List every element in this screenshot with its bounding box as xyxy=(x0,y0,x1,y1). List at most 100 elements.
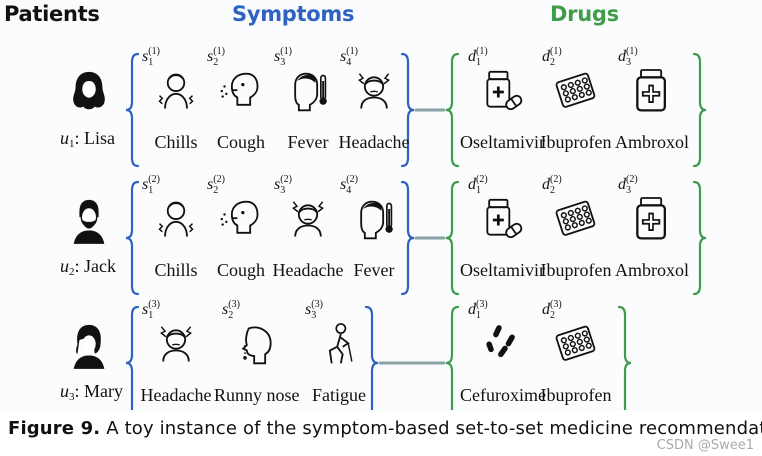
pill-blister-pack-icon xyxy=(555,72,596,108)
variable-letter: s xyxy=(207,48,214,65)
pill-blister-pack-icon xyxy=(555,200,596,236)
symptom-variable: s2(1) xyxy=(207,46,225,68)
drug-set-left-brace xyxy=(445,180,460,296)
drug-set-right-brace xyxy=(692,180,707,296)
fever-thermometer-icon xyxy=(294,72,327,112)
variable-superscript: (3) xyxy=(550,299,562,310)
variable-superscript: (1) xyxy=(476,46,488,57)
caption-text: A toy instance of the symptom-based set-… xyxy=(106,418,762,439)
variable-superscript: (1) xyxy=(280,46,292,57)
variable-superscript: (2) xyxy=(550,174,562,185)
variable-subscript: 2 xyxy=(213,185,219,196)
patient-index: 2 xyxy=(69,266,75,278)
variable-superscript: (3) xyxy=(476,299,488,310)
drug-label: Oseltamivir xyxy=(460,260,545,280)
drug-set-right-brace xyxy=(617,305,632,410)
patient-index: 3 xyxy=(69,391,75,403)
drug-label: Ambroxol xyxy=(615,260,689,280)
variable-subscript: 1 xyxy=(148,310,154,321)
variable-letter: s xyxy=(274,48,281,65)
medicine-bottle-pills-icon xyxy=(486,198,523,239)
variable-letter: d xyxy=(542,176,550,193)
variable-subscript: 2 xyxy=(213,57,219,68)
symptom-variable: s2(2) xyxy=(207,174,225,196)
variable-subscript: 2 xyxy=(550,185,555,196)
woman-long-hair-icon xyxy=(73,71,105,110)
shivering-person-icon xyxy=(158,201,194,237)
drug-variable: d1(1) xyxy=(468,46,488,68)
variable-subscript: 3 xyxy=(280,57,286,68)
variable-subscript: 2 xyxy=(550,57,555,68)
variable-letter: d xyxy=(468,176,476,193)
variable-superscript: (2) xyxy=(213,174,225,185)
symptom-label: Fever xyxy=(287,132,329,152)
drug-variable: d3(1) xyxy=(618,46,638,68)
drug-variable: d1(3) xyxy=(468,299,488,321)
drug-set-left-brace xyxy=(445,52,460,168)
variable-superscript: (1) xyxy=(626,46,638,57)
variable-superscript: (2) xyxy=(626,174,638,185)
symptom-label: Chills xyxy=(154,132,198,152)
variable-superscript: (2) xyxy=(476,174,488,185)
drug-variable: d2(3) xyxy=(542,299,562,321)
symptom-label: Fever xyxy=(353,260,395,280)
variable-superscript: (2) xyxy=(346,174,358,185)
patient-label: u3: Mary xyxy=(60,381,124,403)
variable-letter: d xyxy=(618,48,626,65)
drug-variable: d2(1) xyxy=(542,46,562,68)
symptom-label: Chills xyxy=(154,260,198,280)
patient-variable: u xyxy=(60,256,69,276)
medicine-bottle-cross-icon xyxy=(636,197,666,240)
symptom-variable: s4(2) xyxy=(340,174,358,196)
drug-variable: d2(2) xyxy=(542,174,562,196)
variable-letter: s xyxy=(340,176,347,193)
symptom-label: Headache xyxy=(338,132,410,152)
drug-variable: d3(2) xyxy=(618,174,638,196)
drugs-header: Drugs xyxy=(550,2,619,26)
drug-set-right-brace xyxy=(692,52,707,168)
drug-variable: d1(2) xyxy=(468,174,488,196)
variable-letter: d xyxy=(468,48,476,65)
patient-name: Mary xyxy=(84,381,124,401)
runny-nose-head-icon xyxy=(241,326,272,365)
coughing-person-icon xyxy=(220,200,259,234)
variable-superscript: (2) xyxy=(280,174,292,185)
variable-letter: d xyxy=(542,48,550,65)
headache-person-icon xyxy=(159,326,193,362)
variable-subscript: 3 xyxy=(311,310,317,321)
symptom-label: Runny nose xyxy=(214,385,300,405)
variable-superscript: (3) xyxy=(311,299,323,310)
variable-subscript: 3 xyxy=(626,57,631,68)
symptom-label: Headache xyxy=(140,385,212,405)
symptom-label: Fatigue xyxy=(312,385,366,405)
watermark: CSDN @Swee1 xyxy=(656,438,754,453)
drug-label: Ibuprofen xyxy=(540,385,612,405)
variable-superscript: (1) xyxy=(550,46,562,57)
bearded-man-icon xyxy=(73,199,105,244)
pill-blister-pack-icon xyxy=(555,325,596,361)
drug-label: Ibuprofen xyxy=(540,132,612,152)
variable-subscript: 1 xyxy=(148,57,154,68)
variable-letter: s xyxy=(142,48,149,65)
symptom-label: Cough xyxy=(216,132,265,152)
variable-letter: d xyxy=(542,301,550,318)
variable-letter: s xyxy=(207,176,214,193)
symptom-variable: s2(3) xyxy=(222,299,240,321)
patient-name: Lisa xyxy=(84,128,116,148)
symptom-label: Cough xyxy=(216,260,265,280)
symptom-label: Headache xyxy=(272,260,344,280)
patient-label: u2: Jack xyxy=(60,256,116,278)
symptom-set-right-brace xyxy=(364,305,379,410)
patient-variable: u xyxy=(60,381,69,401)
symptom-variable: s1(2) xyxy=(142,174,160,196)
headache-person-icon xyxy=(357,73,391,109)
variable-letter: s xyxy=(274,176,281,193)
medicine-bottle-cross-icon xyxy=(636,69,666,112)
caption-label: Figure 9. xyxy=(8,418,101,439)
variable-subscript: 4 xyxy=(346,57,352,68)
variable-superscript: (3) xyxy=(228,299,240,310)
fever-thermometer-icon xyxy=(360,200,393,240)
symptom-set-left-brace xyxy=(125,180,140,296)
symptom-set-right-brace xyxy=(400,52,415,168)
variable-letter: s xyxy=(305,301,312,318)
